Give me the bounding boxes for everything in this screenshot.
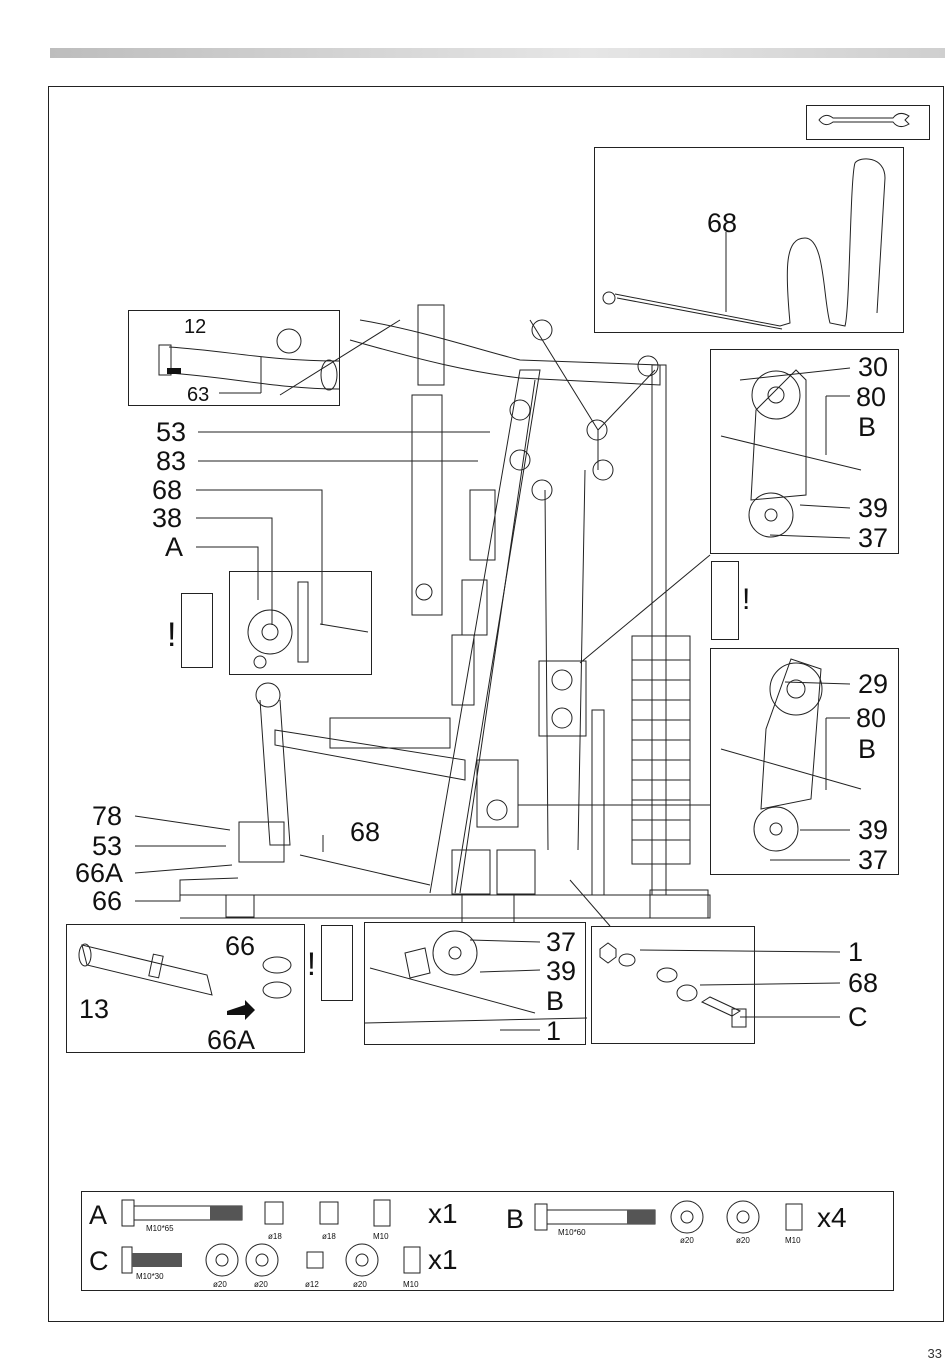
part-39-top-label: 39 (858, 495, 888, 522)
part-53-label: 53 (156, 419, 186, 446)
hardware-c-letter: C (89, 1248, 109, 1275)
part-37-box-label: 37 (546, 929, 576, 956)
part-39-box-label: 39 (546, 958, 576, 985)
hardware-drawings (82, 1192, 895, 1292)
hardware-c-washer1-size: ø20 (213, 1280, 227, 1289)
hardware-c-square-size: ø12 (305, 1280, 319, 1289)
part-66a-label: 66A (75, 860, 123, 887)
part-29-label: 29 (858, 671, 888, 698)
hardware-table: A M10*65 ø18 ø18 M10 x1 B M10*60 ø20 ø20… (81, 1191, 894, 1291)
part-83-label: 83 (156, 448, 186, 475)
hardware-b-qty: x4 (817, 1202, 847, 1234)
part-68-right-label: 68 (848, 970, 878, 997)
page-number: 33 (928, 1346, 942, 1361)
part-68-mid-label: 68 (350, 819, 380, 846)
part-80-mid-label: 80 (856, 705, 886, 732)
hardware-b-washer2-size: ø20 (736, 1236, 750, 1245)
part-78-label: 78 (92, 803, 122, 830)
part-38-label: 38 (152, 505, 182, 532)
part-30-label: 30 (858, 354, 888, 381)
hardware-c-bolt-size: M10*30 (136, 1272, 164, 1281)
part-37-top-label: 37 (858, 525, 888, 552)
hardware-b-bolt-size: M10*60 (558, 1228, 586, 1237)
part-80-top-label: 80 (856, 384, 886, 411)
hardware-b-washer1-size: ø20 (680, 1236, 694, 1245)
hardware-c-nut-size: M10 (403, 1280, 419, 1289)
hardware-a-spacer2-size: ø18 (322, 1232, 336, 1241)
part-b-mid-label: B (858, 736, 876, 763)
hardware-a-qty: x1 (428, 1198, 458, 1230)
hardware-a-bolt-size: M10*65 (146, 1224, 174, 1233)
part-53-low-label: 53 (92, 833, 122, 860)
part-a-label: A (165, 534, 183, 561)
hardware-b-nut-size: M10 (785, 1236, 801, 1245)
hardware-a-letter: A (89, 1202, 107, 1229)
part-b-top-label: B (858, 414, 876, 441)
hardware-a-nut-size: M10 (373, 1232, 389, 1241)
hardware-c-qty: x1 (428, 1244, 458, 1276)
hardware-c-washer2-size: ø20 (254, 1280, 268, 1289)
hardware-a-spacer1-size: ø18 (268, 1232, 282, 1241)
part-37-mid-label: 37 (858, 847, 888, 874)
part-68-left-label: 68 (152, 477, 182, 504)
part-1-right-label: 1 (848, 939, 863, 966)
part-66-label: 66 (92, 888, 122, 915)
part-c-right-label: C (848, 1004, 868, 1031)
hardware-c-washer3-size: ø20 (353, 1280, 367, 1289)
part-1-box-label: 1 (546, 1018, 561, 1045)
hardware-b-letter: B (506, 1206, 524, 1233)
part-39-mid-label: 39 (858, 817, 888, 844)
part-b-box-label: B (546, 988, 564, 1015)
